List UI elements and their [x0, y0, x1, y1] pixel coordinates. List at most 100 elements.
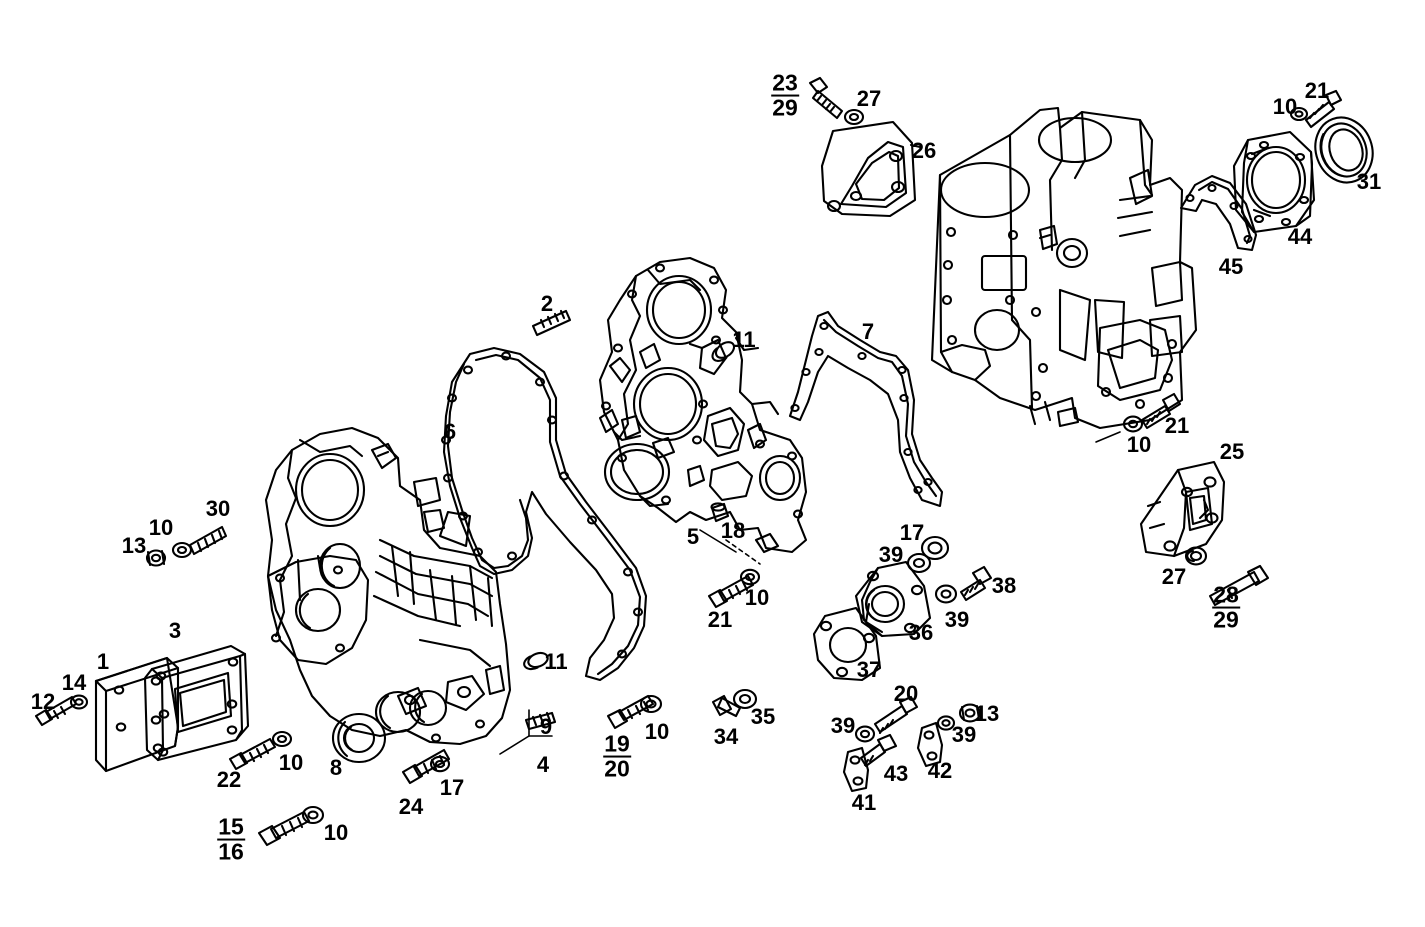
part-number-label: 37 — [856, 657, 882, 682]
part-number-label: 20 — [893, 681, 919, 706]
part-number-label: 22 — [216, 767, 242, 792]
part-5-timing-gear-housing — [598, 256, 808, 565]
washer-17-upper — [920, 535, 950, 561]
part-number-label: 45 — [1218, 254, 1244, 279]
part-44-bearing-flange — [1232, 130, 1316, 234]
part-number-label: 41 — [851, 790, 877, 815]
part-number-label: 3 — [168, 618, 182, 643]
part-7-gasket — [788, 310, 944, 508]
part-number-label: 10 — [323, 820, 349, 845]
bolt-20 — [873, 695, 919, 735]
part-number-label: 21 — [707, 607, 733, 632]
part-number-label: 39 — [878, 542, 904, 567]
part-26-bracket — [820, 120, 922, 218]
part-number-label: 10 — [644, 719, 670, 744]
bolt-43 — [859, 733, 898, 768]
part-number-label: 17 — [439, 775, 465, 800]
part-3-cover-gasket — [143, 644, 250, 762]
washer-27-top — [843, 108, 865, 126]
part-37-flange-gasket — [812, 606, 882, 682]
washer-39-b — [934, 584, 958, 604]
washer-10-center — [739, 568, 761, 586]
part-41-link-plate — [842, 746, 870, 793]
washer-17-lower — [429, 755, 451, 773]
engine-block — [930, 106, 1198, 430]
part-number-label: 38 — [991, 573, 1017, 598]
dowel-11-upper — [711, 341, 736, 362]
nut-13-right — [958, 703, 982, 723]
part-number-label: 13 — [121, 533, 147, 558]
part-number-label: 11 — [544, 649, 568, 674]
part-number-label: 10 — [744, 585, 770, 610]
fraction-numerator: 15 — [218, 813, 244, 840]
part-number-label: 5 — [686, 524, 700, 549]
part-9-dowel-pin — [524, 711, 557, 731]
part-number-label: 39 — [830, 713, 856, 738]
part-number-label: 34 — [713, 724, 739, 749]
washer-35 — [732, 688, 758, 710]
part-number-label: 31 — [1356, 169, 1382, 194]
fraction-denominator: 29 — [771, 95, 799, 121]
plug-34 — [711, 694, 742, 718]
fraction-numerator: 19 — [604, 730, 630, 757]
part-number-label: 11 — [732, 327, 756, 352]
fraction-numerator: 23 — [772, 69, 798, 96]
bolt-21-rightmid — [1095, 392, 1182, 443]
part-number-label: 9 — [539, 714, 553, 739]
part-number-label: 6 — [443, 419, 457, 444]
bolt-28-29 — [1208, 564, 1270, 607]
fraction-numerator: 28 — [1213, 581, 1239, 608]
stud-2 — [531, 309, 572, 337]
part-number-label: 43 — [883, 761, 909, 786]
washer-10-by-1920 — [639, 694, 663, 714]
washer-39-a — [906, 552, 932, 574]
washer-39-c — [854, 725, 876, 743]
fraction-denominator: 29 — [1212, 607, 1240, 633]
part-number-label: 44 — [1287, 224, 1313, 249]
part-number-label: 12 — [30, 689, 56, 714]
fraction-denominator: 16 — [217, 839, 245, 865]
part-number-label: 21 — [1164, 413, 1190, 438]
part-number-label: 30 — [205, 496, 231, 521]
part-number-label: 24 — [398, 794, 424, 819]
bolt-21-top — [1304, 89, 1343, 129]
part-number-label: 7 — [861, 319, 875, 344]
part-number-label: 35 — [750, 704, 776, 729]
part-number-label: 26 — [911, 138, 937, 163]
washer-10-by-22 — [271, 730, 293, 748]
stud-30 — [188, 525, 228, 556]
part-number-label: 10 — [1272, 94, 1298, 119]
part-42-link-plate — [916, 721, 944, 768]
part-number-label: 10 — [1126, 432, 1152, 457]
part-number-label: 18 — [720, 518, 746, 543]
washer-10-left — [171, 541, 193, 559]
part-number-label: 14 — [61, 670, 87, 695]
washer-10-by-1516 — [301, 805, 325, 825]
part-number-label: 2 — [540, 291, 554, 316]
part-36-flange-housing — [854, 560, 932, 638]
part-number-label: 10 — [278, 750, 304, 775]
part-6-gasket — [440, 346, 648, 682]
nut-13-left — [145, 549, 167, 567]
bolt-38 — [959, 565, 993, 602]
washer-39-d — [936, 715, 956, 731]
part-number-label: 39 — [951, 722, 977, 747]
part-number-label: 36 — [908, 620, 934, 645]
part-number-label: 39 — [944, 607, 970, 632]
bolt-22 — [228, 737, 277, 771]
part-number-label: 25 — [1219, 439, 1245, 464]
part-4-left-housing — [264, 426, 553, 755]
fraction-denominator: 20 — [603, 756, 631, 782]
bolt-15-16 — [257, 810, 311, 847]
part-8-oil-seal — [331, 712, 387, 764]
part-number-label: 4 — [536, 752, 550, 777]
dowel-11-lower — [523, 651, 549, 671]
part-number-label: 21 — [1304, 78, 1330, 103]
part-number-label: 27 — [1161, 564, 1187, 589]
part-31-oil-seal — [1314, 116, 1374, 184]
